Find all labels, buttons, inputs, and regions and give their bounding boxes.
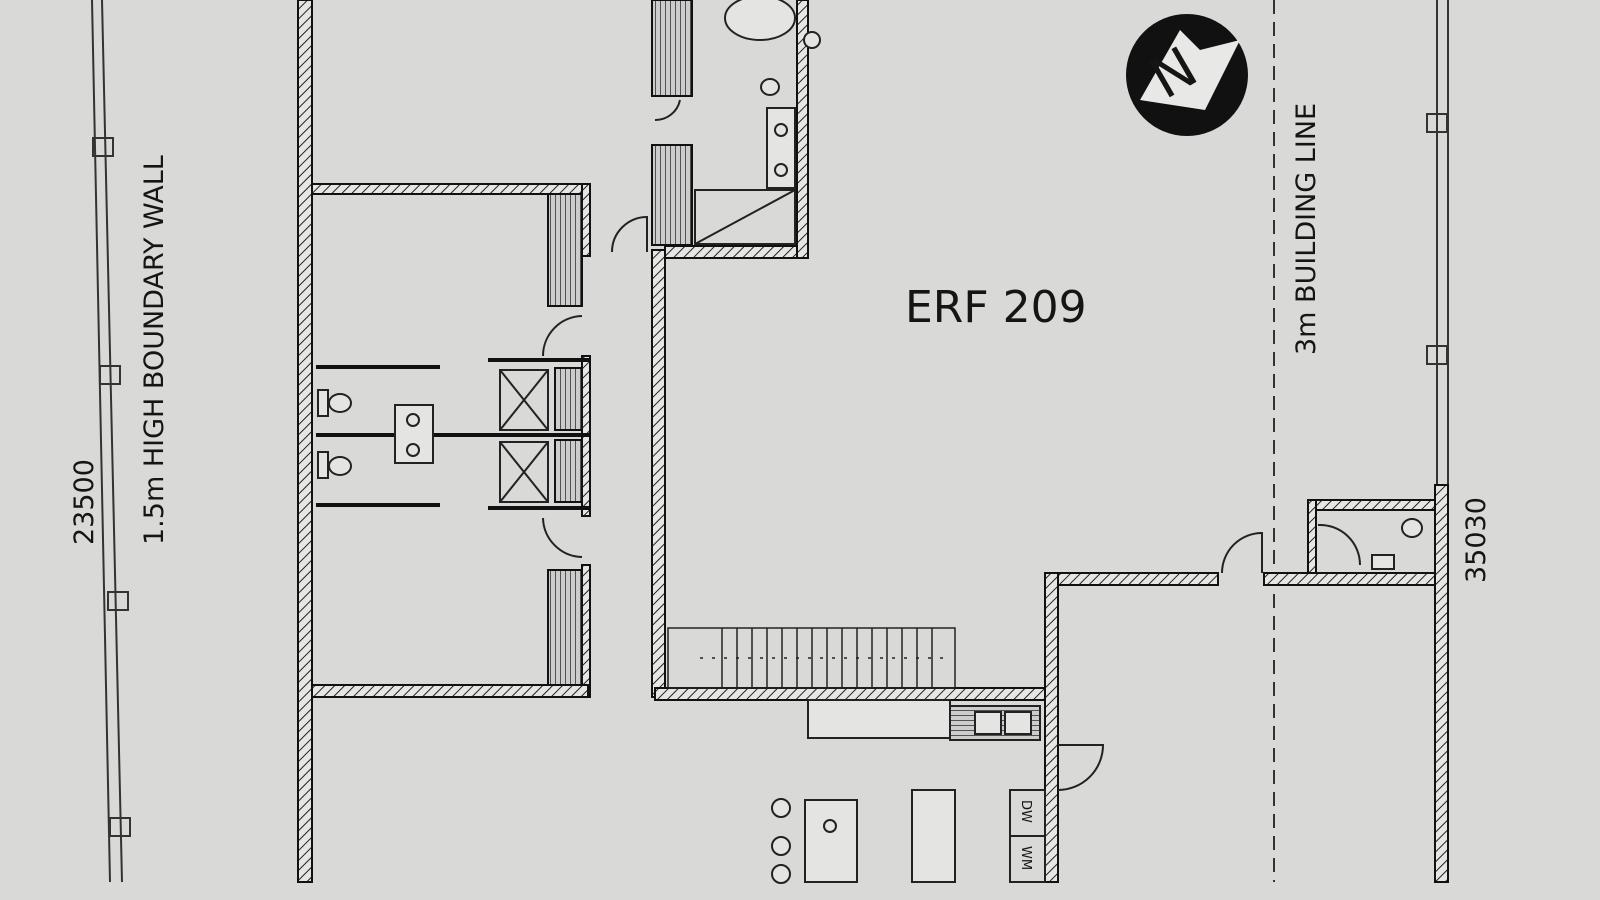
wardrobe	[651, 0, 693, 97]
dishwasher-label: DW	[1018, 800, 1033, 823]
building-line-label: 3m BUILDING LINE	[1291, 103, 1322, 355]
left-dimension: 23500	[69, 459, 100, 545]
erf-label: ERF 209	[905, 282, 1087, 333]
boundary-wall-label: 1.5m HIGH BOUNDARY WALL	[139, 155, 170, 545]
wardrobe	[547, 569, 583, 686]
washing-machine-label: WM	[1018, 846, 1033, 870]
staircase	[667, 627, 956, 689]
right-dimension: 35030	[1461, 497, 1492, 583]
shelving	[554, 367, 583, 431]
kitchen	[771, 699, 1046, 884]
left-boundary-wall	[91, 0, 131, 883]
partition-lines	[316, 358, 590, 510]
wardrobe	[651, 144, 693, 246]
shower	[499, 189, 796, 503]
north-arrow-icon: N	[1126, 14, 1248, 136]
shelving	[554, 439, 583, 503]
sanitary-fixtures	[317, 0, 1423, 570]
door-swings	[542, 99, 1362, 791]
wardrobe	[547, 193, 583, 307]
right-boundary-wall	[1426, 0, 1449, 490]
